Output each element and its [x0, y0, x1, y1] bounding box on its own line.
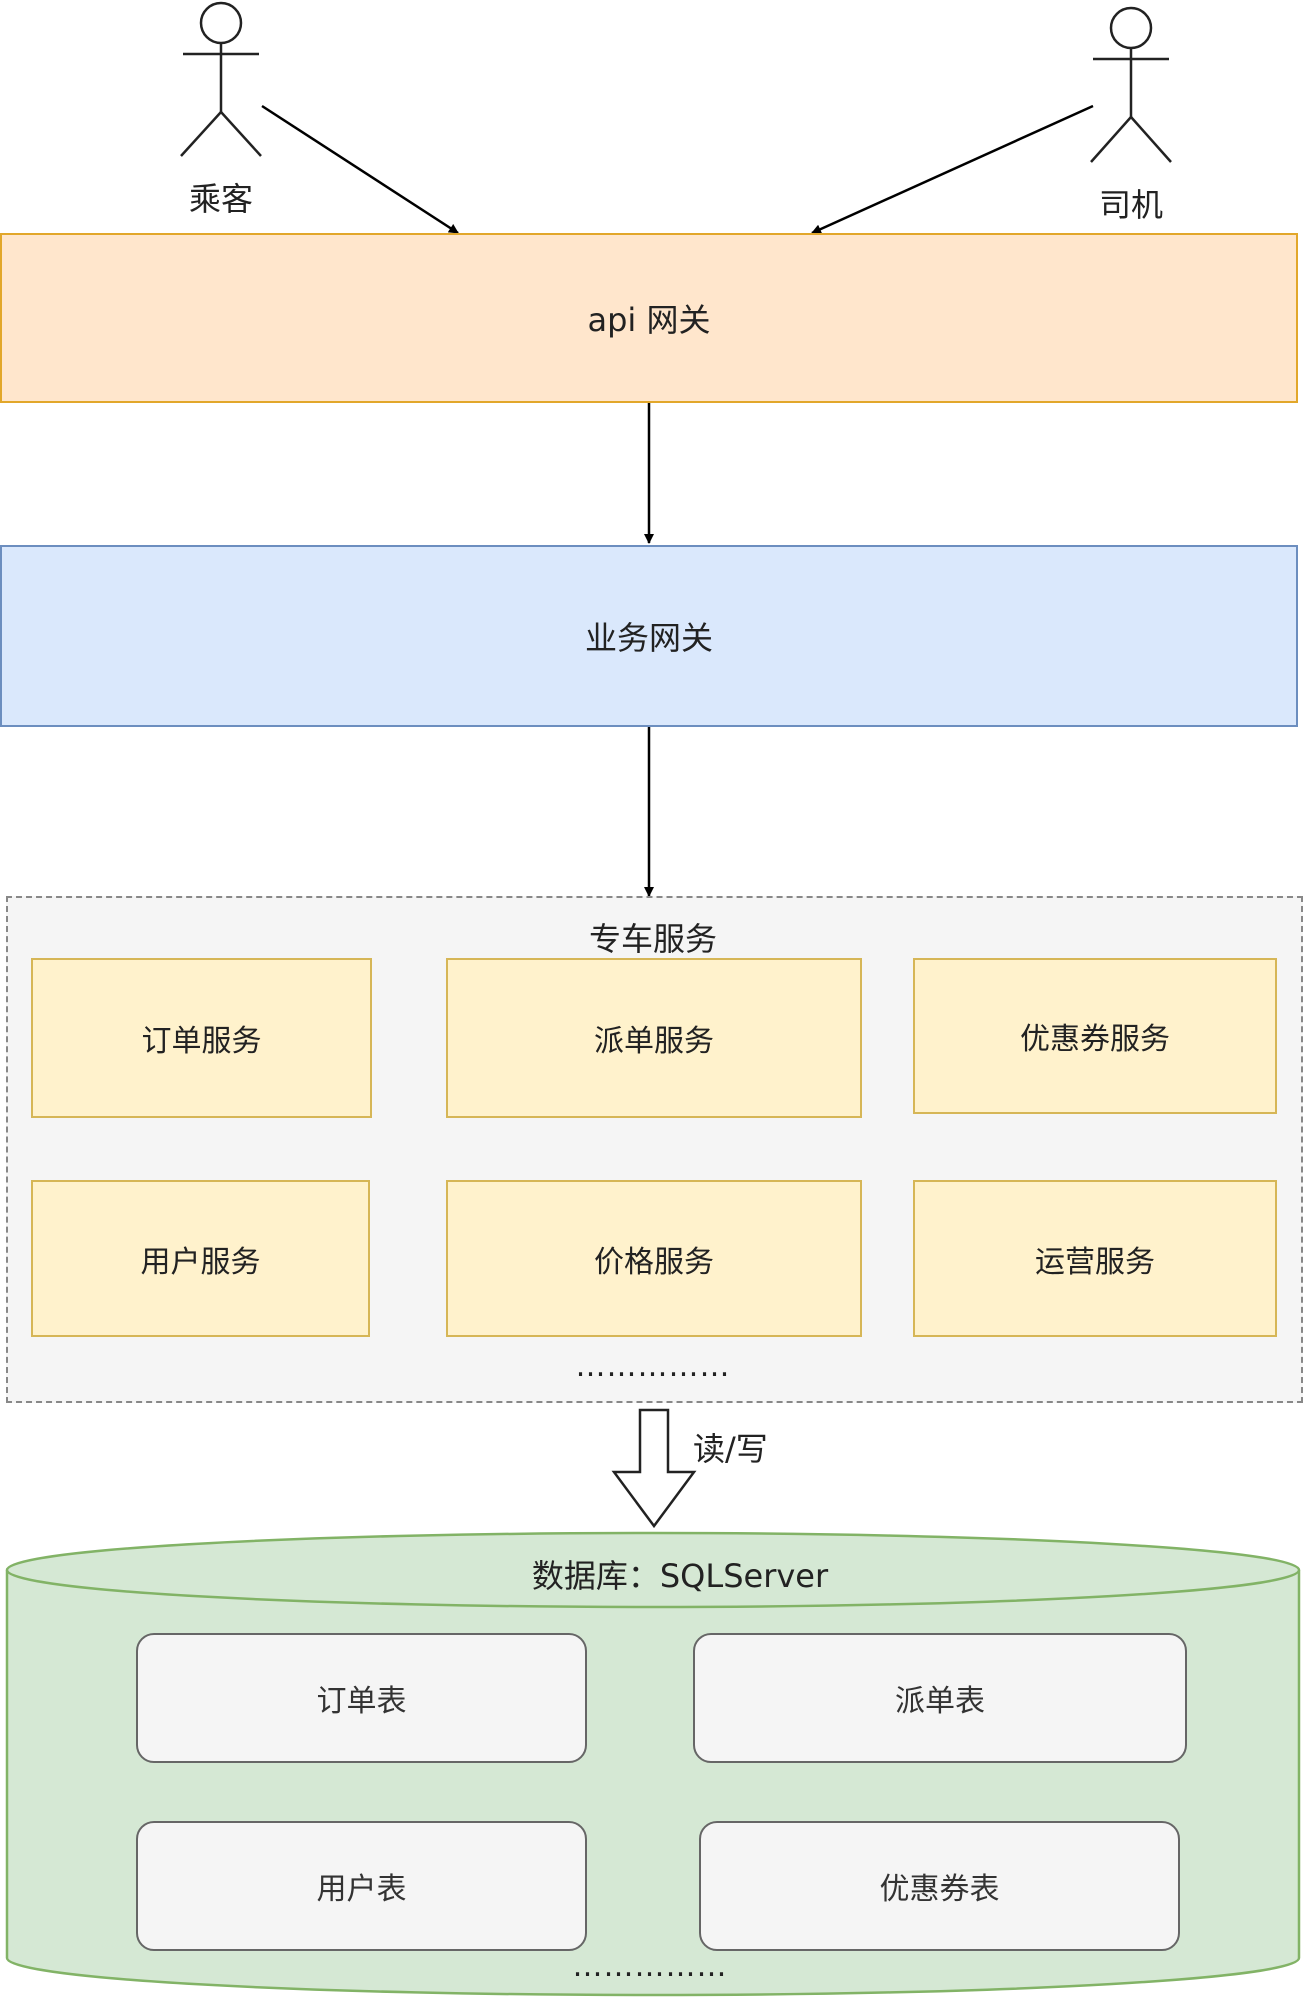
table-dispatch-label: 派单表 [895, 1684, 985, 1719]
passenger-actor-icon [180, 1, 262, 157]
read-write-label: 读/写 [693, 1430, 768, 1468]
driver-label: 司机 [1098, 186, 1164, 224]
database-title: 数据库：SQLServer [531, 1557, 829, 1595]
table-coupon: 优惠券表 [699, 1821, 1180, 1951]
service-operations-label: 运营服务 [1035, 1244, 1155, 1280]
table-user: 用户表 [136, 1821, 587, 1951]
passenger-label: 乘客 [188, 180, 254, 218]
service-price-label: 价格服务 [594, 1244, 714, 1280]
business-gateway-label: 业务网关 [584, 619, 713, 657]
service-coupon-label: 优惠券服务 [1020, 1022, 1170, 1057]
service-order-label: 订单服务 [141, 1024, 262, 1059]
service-operations: 运营服务 [913, 1180, 1277, 1337]
service-user-label: 用户服务 [140, 1244, 261, 1280]
service-dispatch: 派单服务 [446, 958, 862, 1118]
service-coupon: 优惠券服务 [913, 958, 1277, 1114]
table-dispatch: 派单表 [693, 1633, 1187, 1763]
api-gateway-label: api 网关 [587, 301, 711, 339]
service-user: 用户服务 [31, 1180, 370, 1337]
passenger-to-api-arrow [261, 104, 459, 235]
service-group-title: 专车服务 [588, 920, 718, 958]
table-coupon-label: 优惠券表 [879, 1872, 1000, 1907]
business-gateway-box: 业务网关 [0, 545, 1298, 727]
table-order: 订单表 [136, 1633, 587, 1763]
service-order: 订单服务 [31, 958, 372, 1118]
service-price: 价格服务 [446, 1180, 862, 1337]
service-ellipsis: …………… [575, 1349, 731, 1384]
table-user-label: 用户表 [316, 1872, 407, 1907]
service-dispatch-label: 派单服务 [594, 1024, 714, 1059]
read-write-arrow-icon [611, 1408, 697, 1529]
driver-to-api-arrow [811, 104, 1094, 235]
database-ellipsis: …………… [572, 1949, 728, 1984]
driver-actor-icon [1090, 6, 1172, 163]
table-order-label: 订单表 [316, 1684, 407, 1719]
api-gateway-box: api 网关 [0, 233, 1298, 403]
